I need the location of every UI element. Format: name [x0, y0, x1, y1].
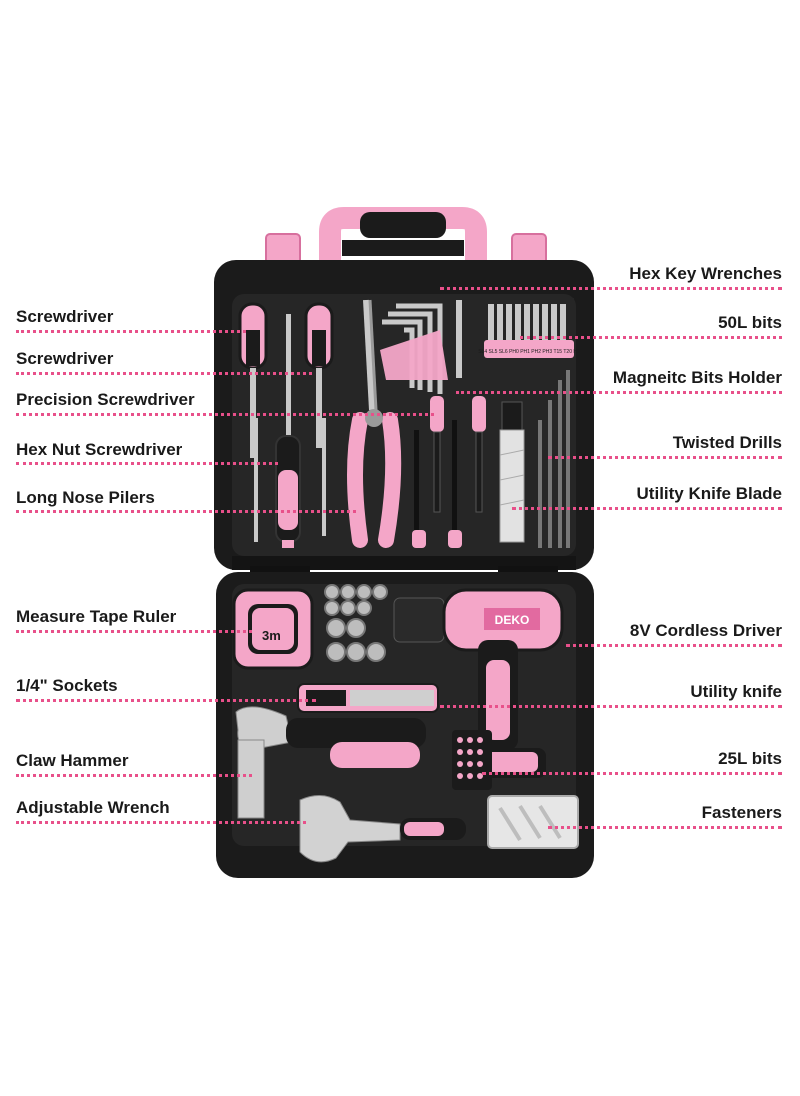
twisted-drills-shape	[538, 370, 570, 548]
leader-line	[440, 705, 782, 708]
bits-50l-shape: SL4 SL5 SL6 PH0 PH1 PH2 PH3 T15 T20 H3	[478, 298, 580, 358]
leader-line	[16, 413, 434, 416]
leader-line	[16, 821, 306, 824]
label-adjustable-wrench: Adjustable Wrench	[16, 798, 170, 817]
leader-line	[16, 462, 278, 465]
claw-hammer-shape	[235, 706, 426, 819]
leader-line	[512, 507, 782, 510]
label-measure-tape-ruler: Measure Tape Ruler	[16, 607, 177, 626]
sockets-shape	[324, 584, 388, 662]
bits-25l-shape	[452, 730, 492, 790]
label-hex-key-wrenches: Hex Key Wrenches	[629, 264, 782, 283]
precision-screwdrivers-shape	[412, 396, 486, 548]
hex-nut-screwdriver-shape	[275, 435, 301, 548]
utility-blade-shape	[499, 401, 525, 543]
label-twisted-drills: Twisted Drills	[672, 433, 782, 452]
label-precision-screwdriver: Precision Screwdriver	[16, 390, 195, 409]
leader-line	[440, 287, 782, 290]
bit-codes-text: SL4 SL5 SL6 PH0 PH1 PH2 PH3 T15 T20 H3	[478, 349, 580, 355]
leader-line	[16, 330, 246, 333]
utility-knife-shape	[297, 683, 439, 713]
label-magnetic-bits-holder: Magneitc Bits Holder	[612, 368, 782, 387]
leader-line	[566, 644, 782, 647]
leader-line	[16, 699, 316, 702]
label-cordless-driver: 8V Cordless Driver	[629, 621, 782, 640]
leader-line	[16, 372, 312, 375]
leader-line	[456, 391, 782, 394]
screwdriver-2-shape	[304, 302, 334, 448]
fasteners-box-shape	[487, 795, 579, 849]
label-25l-bits: 25L bits	[718, 749, 782, 768]
label-screwdriver-2: Screwdriver	[16, 349, 114, 368]
adjustable-wrench-shape	[299, 795, 466, 863]
case-handle	[319, 207, 487, 262]
leader-line	[548, 826, 782, 829]
tape-size-text: 3m	[262, 628, 281, 643]
leader-line	[520, 336, 782, 339]
leader-line	[548, 456, 782, 459]
label-fasteners: Fasteners	[701, 803, 782, 822]
leader-line	[16, 774, 252, 777]
label-hex-nut-screwdriver: Hex Nut Screwdriver	[16, 440, 183, 459]
leader-line	[16, 630, 252, 633]
drill-logo-text: DEKO	[495, 613, 530, 627]
label-claw-hammer: Claw Hammer	[16, 751, 129, 770]
label-screwdriver-1: Screwdriver	[16, 307, 114, 326]
tape-measure-shape: 3m	[232, 588, 314, 670]
label-utility-knife-blade: Utility Knife Blade	[636, 484, 782, 503]
label-50l-bits: 50L bits	[718, 313, 782, 332]
label-utility-knife: Utility knife	[690, 682, 782, 701]
leader-line	[16, 510, 356, 513]
leader-line	[482, 772, 782, 775]
label-long-nose-pilers: Long Nose Pilers	[16, 488, 155, 507]
label-sockets: 1/4" Sockets	[16, 676, 118, 695]
